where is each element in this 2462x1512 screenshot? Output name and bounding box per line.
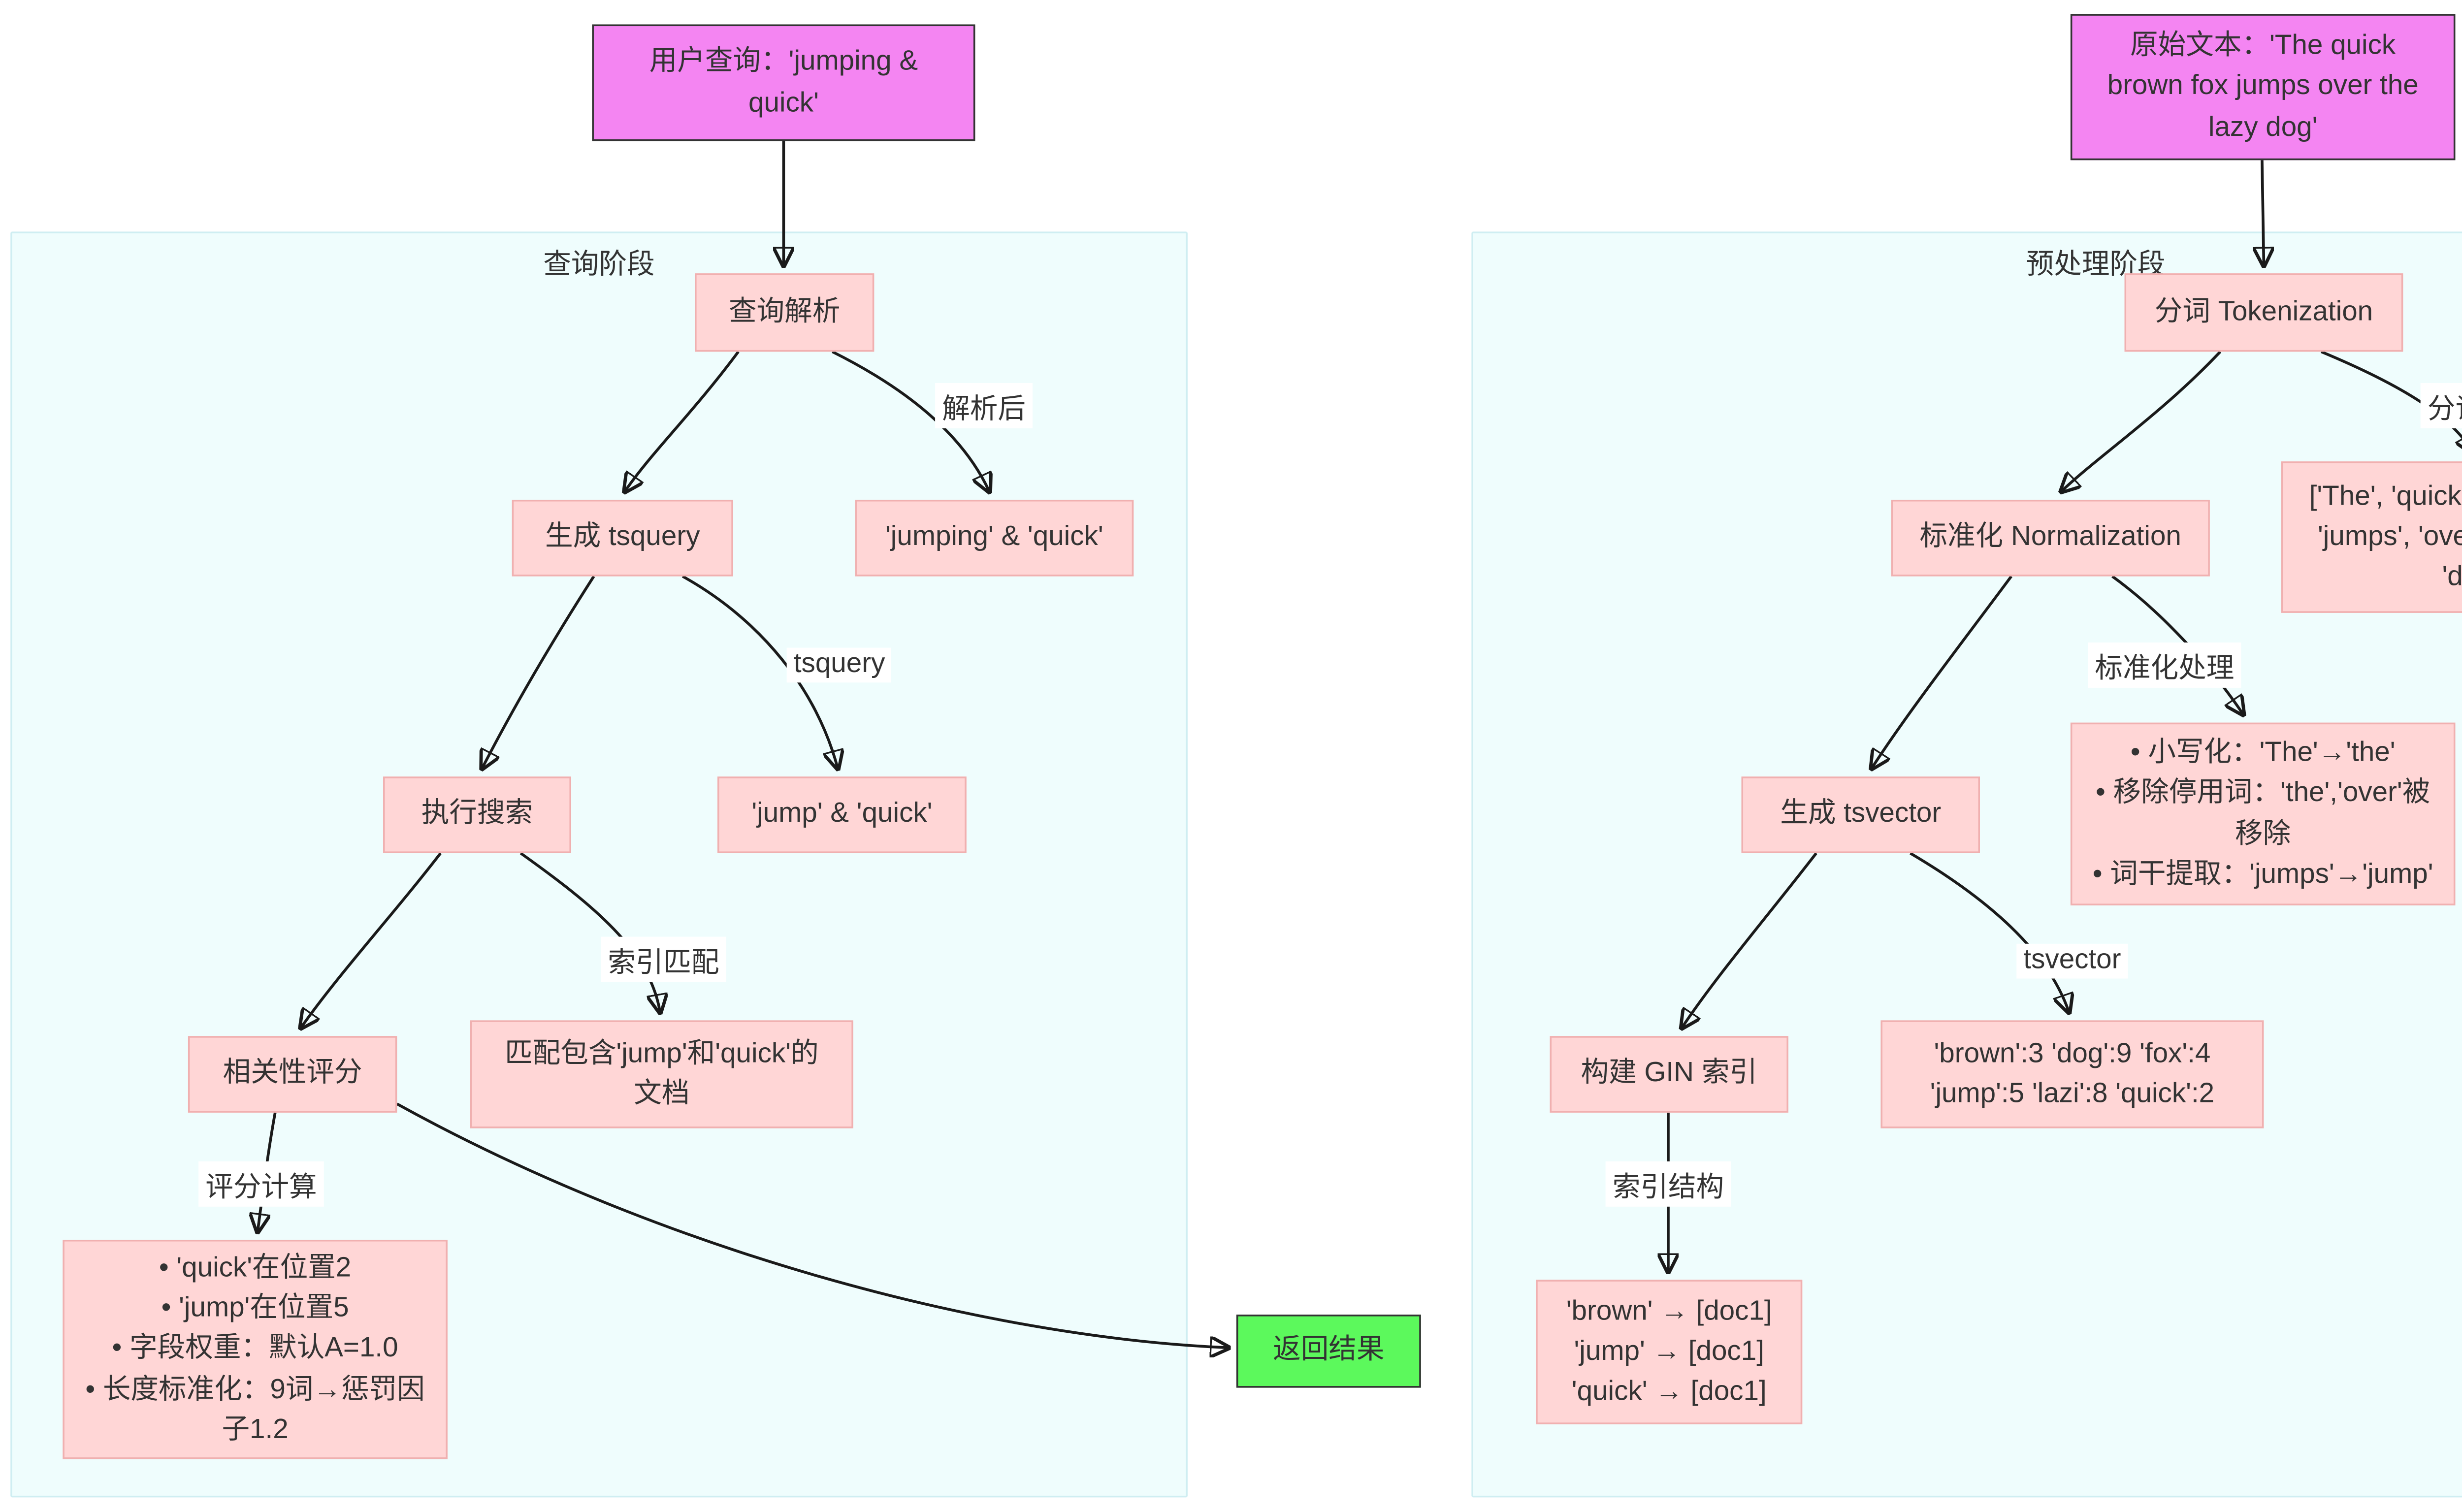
- node-token-list: ['The', 'quick', 'brown', 'fox', 'jumps'…: [2281, 461, 2462, 613]
- node-tokenization: 分词 Tokenization: [2124, 273, 2403, 352]
- cluster-title-query-phase: 查询阶段: [543, 251, 655, 281]
- scoring-detail-line: 'quick'在位置2: [84, 1249, 427, 1289]
- edge-exec-search-to-match-docs: [519, 852, 660, 1012]
- edge-relevance-to-return-results: [396, 1102, 1228, 1348]
- gin-mapping-line: 'brown' → [doc1]: [1566, 1296, 1772, 1326]
- edge-label-parsed: 解析后: [935, 383, 1033, 428]
- normalization-detail-line: 移除停用词：'the','over'被移除: [2091, 773, 2434, 854]
- edge-tokenization-to-normalization: [2062, 351, 2222, 491]
- edge-query-parse-to-parsed-query: [832, 350, 989, 491]
- node-gen-tsvector: 生成 tsvector: [1741, 776, 1980, 853]
- edge-label-token-result: 分词结果: [2420, 383, 2462, 428]
- node-parsed-query: 'jumping' & 'quick': [855, 499, 1134, 577]
- node-normalization-details: 小写化：'The'→'the' 移除停用词：'the','over'被移除 词干…: [2070, 722, 2456, 905]
- edge-gen-tsvector-to-build-gin: [1682, 852, 1817, 1028]
- edge-exec-search-to-relevance: [301, 852, 442, 1028]
- edge-gen-tsquery-to-final-tsquery: [681, 575, 838, 768]
- node-gen-tsquery: 生成 tsquery: [512, 499, 733, 577]
- node-user-query: 用户查询：'jumping & quick': [592, 24, 975, 141]
- edge-label-score-calc: 评分计算: [198, 1161, 324, 1207]
- edge-query-parse-to-gen-tsquery: [625, 351, 740, 491]
- edge-label-tsvector: tsvector: [2016, 943, 2128, 979]
- edge-label-tsquery: tsquery: [786, 647, 892, 683]
- edge-gen-tsvector-to-tsvector-value: [1910, 852, 2069, 1012]
- gin-mapping-line: 'jump' → [doc1]: [1574, 1337, 1764, 1367]
- gin-mapping-line: 'quick' → [doc1]: [1571, 1377, 1767, 1407]
- node-match-docs: 匹配包含'jump'和'quick'的文档: [470, 1020, 853, 1128]
- node-return-results: 返回结果: [1236, 1315, 1421, 1388]
- edge-normalization-to-gen-tsvector: [1872, 575, 2012, 768]
- node-build-gin-index: 构建 GIN 索引: [1550, 1036, 1788, 1113]
- node-query-parse: 查询解析: [695, 273, 875, 352]
- node-gin-mapping: 'brown' → [doc1] 'jump' → [doc1] 'quick'…: [1536, 1280, 1803, 1424]
- node-scoring-details: 'quick'在位置2 'jump'在位置5 字段权重：默认A=1.0 长度标准…: [63, 1239, 448, 1459]
- node-relevance-scoring: 相关性评分: [188, 1036, 397, 1113]
- edge-label-index-structure: 索引结构: [1605, 1161, 1731, 1207]
- node-source-text: 原始文本：'The quick brown fox jumps over the…: [2070, 14, 2456, 161]
- node-final-tsquery: 'jump' & 'quick': [717, 776, 967, 853]
- node-exec-search: 执行搜索: [383, 776, 571, 853]
- edge-normalization-to-details: [2111, 575, 2243, 714]
- normalization-detail-line: 小写化：'The'→'the': [2091, 733, 2434, 773]
- edge-label-index-match: 索引匹配: [601, 936, 726, 982]
- normalization-detail-line: 词干提取：'jumps'→'jump': [2091, 854, 2434, 895]
- scoring-detail-line: 'jump'在位置5: [84, 1289, 427, 1329]
- scoring-detail-line: 字段权重：默认A=1.0: [84, 1329, 427, 1370]
- node-tsvector-value: 'brown':3 'dog':9 'fox':4 'jump':5 'lazi…: [1880, 1020, 2264, 1128]
- scoring-detail-line: 长度标准化：9词→惩罚因子1.2: [84, 1370, 427, 1450]
- edge-source-text-to-tokenization: [2262, 160, 2264, 264]
- edge-gen-tsquery-to-exec-search: [483, 576, 595, 768]
- edge-label-normalize-process: 标准化处理: [2088, 642, 2241, 688]
- node-normalization: 标准化 Normalization: [1891, 499, 2210, 577]
